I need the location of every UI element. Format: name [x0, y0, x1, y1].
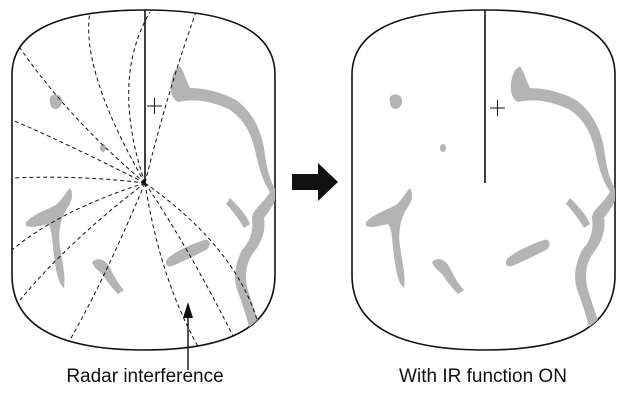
left-panel-caption: Radar interference — [66, 366, 224, 387]
interference-pattern — [12, 11, 261, 350]
radar-display-right — [351, 9, 616, 351]
right-arrow-icon — [292, 163, 338, 201]
crosshair-icon — [147, 98, 162, 114]
display-outline-right — [351, 9, 616, 351]
crosshair-icon — [490, 100, 505, 116]
radar-display-left — [11, 9, 276, 370]
right-panel-caption: With IR function ON — [399, 366, 567, 387]
interference-pointer-arrow — [183, 302, 193, 370]
